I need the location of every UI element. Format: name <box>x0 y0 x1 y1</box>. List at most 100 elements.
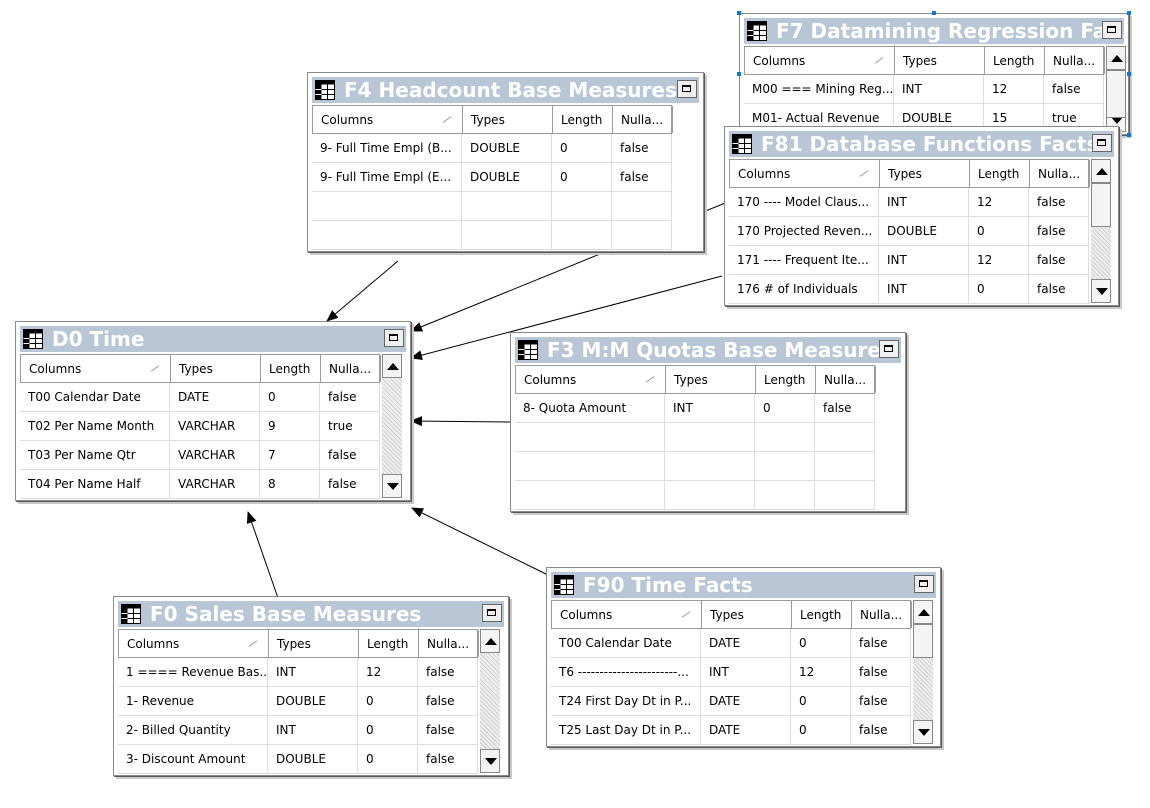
header-types[interactable]: Types <box>171 355 261 382</box>
header-length[interactable]: Length <box>985 47 1045 74</box>
header-nullable[interactable]: Nulla... <box>852 601 912 628</box>
table-title-bar[interactable]: F7 Datamining Regression Fa... <box>744 18 1128 44</box>
table-row[interactable] <box>312 221 672 250</box>
table-row[interactable] <box>515 452 875 481</box>
header-columns[interactable]: Columns <box>552 601 702 628</box>
header-columns[interactable]: Columns <box>313 106 463 133</box>
scrollbar-thumb[interactable] <box>1106 70 1126 118</box>
arrow-up-icon[interactable] <box>480 629 500 653</box>
table-title-bar[interactable]: F0 Sales Base Measures <box>118 601 504 627</box>
table-row[interactable] <box>515 481 875 510</box>
link-f90-to-d0[interactable] <box>411 507 549 576</box>
header-types[interactable]: Types <box>269 630 359 657</box>
arrow-down-icon[interactable] <box>480 749 500 773</box>
header-nullable[interactable]: Nulla... <box>613 106 673 133</box>
link-f4-to-d0[interactable] <box>326 260 399 322</box>
header-nullable[interactable]: Nulla... <box>816 366 876 393</box>
restore-window-icon[interactable] <box>482 604 502 622</box>
scrollbar-thumb[interactable] <box>1091 183 1111 227</box>
arrow-down-icon[interactable] <box>913 720 933 744</box>
header-nullable[interactable]: Nulla... <box>1045 47 1105 74</box>
header-length[interactable]: Length <box>970 160 1030 187</box>
header-types[interactable]: Types <box>880 160 970 187</box>
header-columns[interactable]: Columns <box>516 366 666 393</box>
selection-handle[interactable] <box>1127 11 1131 15</box>
vertical-scrollbar[interactable] <box>913 600 933 744</box>
header-length[interactable]: Length <box>553 106 613 133</box>
restore-window-icon[interactable] <box>384 329 404 347</box>
restore-window-icon[interactable] <box>914 575 934 593</box>
header-types[interactable]: Types <box>666 366 756 393</box>
arrow-up-icon[interactable] <box>913 600 933 624</box>
vertical-scrollbar[interactable] <box>480 629 500 773</box>
selection-handle[interactable] <box>932 11 936 15</box>
header-nullable[interactable]: Nulla... <box>419 630 479 657</box>
table-row[interactable] <box>312 192 672 221</box>
vertical-scrollbar[interactable] <box>1091 159 1111 303</box>
selection-handle[interactable] <box>1127 72 1131 76</box>
table-title-bar[interactable]: F90 Time Facts <box>551 572 936 598</box>
header-length[interactable]: Length <box>756 366 816 393</box>
header-length[interactable]: Length <box>261 355 321 382</box>
link-f0-to-d0[interactable] <box>246 511 279 599</box>
link-f3-to-d0[interactable] <box>410 416 511 427</box>
selection-handle[interactable] <box>1127 133 1131 137</box>
table-title-bar[interactable]: D0 Time <box>20 326 406 352</box>
header-nullable[interactable]: Nulla... <box>321 355 381 382</box>
selection-handle[interactable] <box>737 72 741 76</box>
arrow-up-icon[interactable] <box>1106 46 1126 70</box>
header-columns[interactable]: Columns <box>119 630 269 657</box>
header-nullable[interactable]: Nulla... <box>1030 160 1090 187</box>
restore-window-icon[interactable] <box>879 340 899 358</box>
restore-window-icon[interactable] <box>1092 134 1112 152</box>
header-types[interactable]: Types <box>895 47 985 74</box>
header-types[interactable]: Types <box>702 601 792 628</box>
arrow-down-icon[interactable] <box>1091 279 1111 303</box>
table-title-bar[interactable]: F3 M:M Quotas Base Measures <box>515 337 901 363</box>
arrow-down-icon[interactable] <box>382 474 402 498</box>
header-types[interactable]: Types <box>463 106 553 133</box>
header-columns[interactable]: Columns <box>745 47 895 74</box>
vertical-scrollbar[interactable] <box>382 354 402 498</box>
arrow-up-icon[interactable] <box>382 354 402 378</box>
scrollbar-thumb[interactable] <box>913 624 933 658</box>
header-columns[interactable]: Columns <box>730 160 880 187</box>
table-title-bar[interactable]: F4 Headcount Base Measures <box>312 77 699 103</box>
header-length[interactable]: Length <box>359 630 419 657</box>
table-title-bar[interactable]: F81 Database Functions Facts <box>729 131 1114 157</box>
restore-window-icon[interactable] <box>677 80 697 98</box>
selection-handle[interactable] <box>737 11 741 15</box>
header-length[interactable]: Length <box>792 601 852 628</box>
restore-window-icon[interactable] <box>1102 21 1122 39</box>
table-row[interactable] <box>515 423 875 452</box>
vertical-scrollbar[interactable] <box>1106 46 1126 132</box>
arrow-up-icon[interactable] <box>1091 159 1111 183</box>
